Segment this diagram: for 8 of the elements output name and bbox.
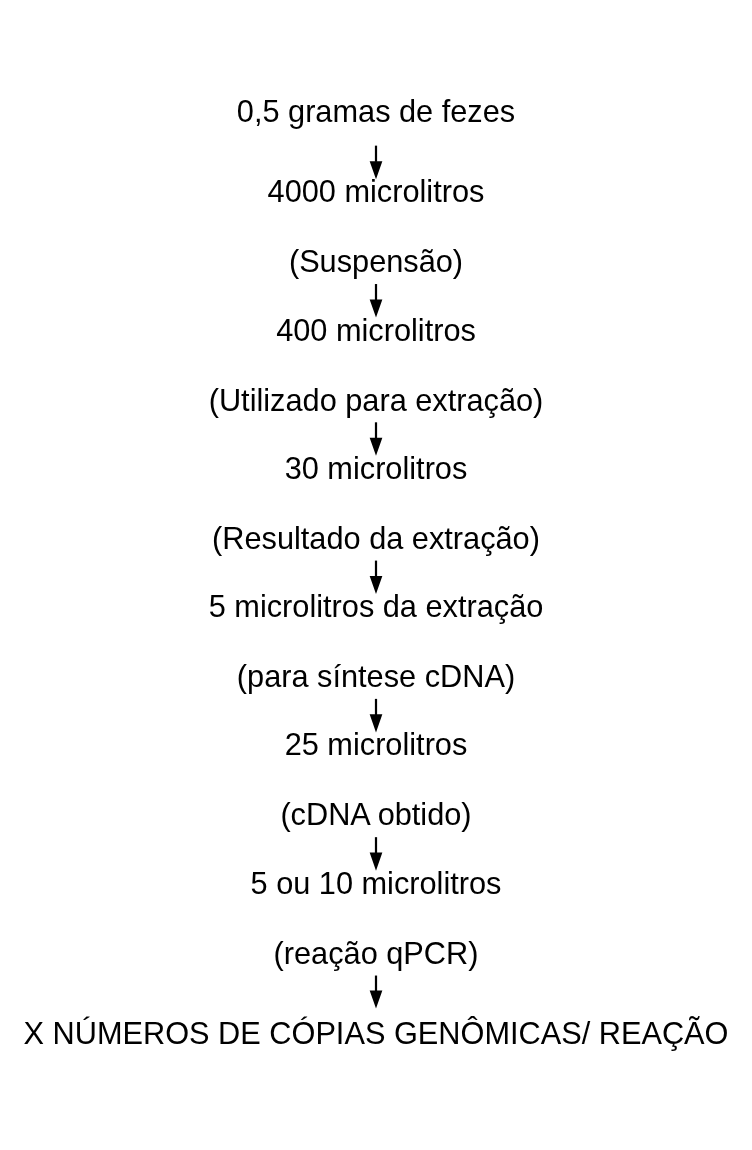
node-text: 0,5 gramas de fezes	[236, 93, 516, 129]
node-text: 25 microlitros (cDNA obtido)	[280, 726, 472, 832]
node-text: 5 microlitros da extração (para síntese cDNA)	[208, 588, 544, 694]
node-text: 4000 microlitros (Suspensão)	[267, 173, 485, 279]
node-text: 400 microlitros (Utilizado para extração)	[208, 312, 544, 418]
node-text: 5 ou 10 microlitros (reação qPCR)	[250, 865, 502, 971]
node-text: X NÚMEROS DE CÓPIAS GENÔMICAS/ REAÇÃO	[23, 1015, 729, 1051]
node-text: 30 microlitros (Resultado da extração)	[212, 450, 540, 556]
